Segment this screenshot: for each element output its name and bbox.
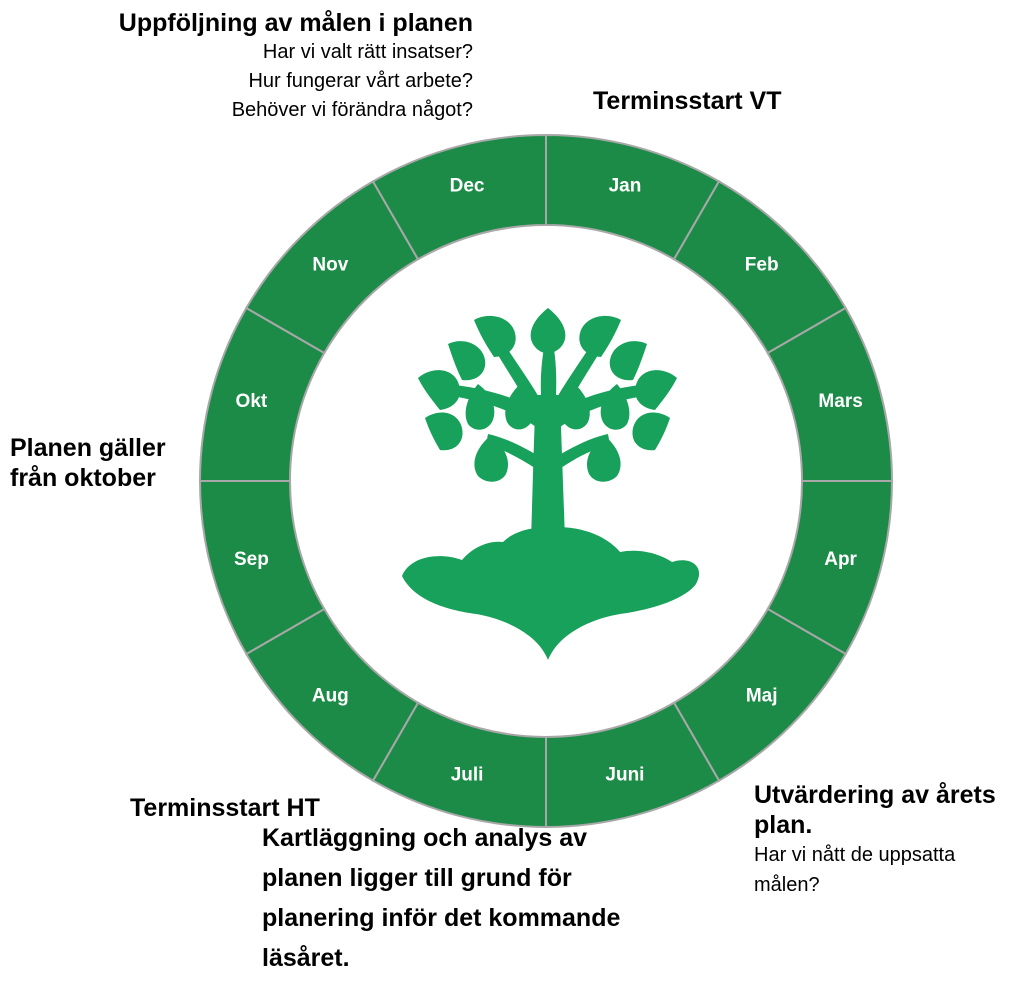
followup-annotation: Uppföljning av målen i planen Har vi val… (119, 8, 473, 125)
mapping-line-1: Kartläggning och analys av (262, 824, 588, 852)
evaluation-title-line-1: Utvärdering av årets (754, 781, 996, 809)
plan-valid-line-2: från oktober (10, 464, 156, 492)
term-start-vt-label: Terminsstart VT (593, 87, 782, 115)
month-label-dec: Dec (450, 175, 485, 196)
month-label-nov: Nov (312, 254, 348, 275)
mapping-line-4: läsåret. (262, 944, 350, 972)
evaluation-annotation: Utvärdering av årets plan. Har vi nått d… (754, 780, 1024, 900)
month-segment-dec (371, 133, 547, 261)
term-start-ht-label: Terminsstart HT (130, 794, 320, 822)
month-label-apr: Apr (824, 549, 857, 570)
mapping-line-2: planen ligger till grund för (262, 864, 572, 892)
plan-valid-annotation: Planen gäller från oktober (10, 433, 200, 493)
evaluation-question-line-2: målen? (754, 874, 820, 896)
month-label-feb: Feb (745, 254, 779, 275)
followup-question-1: Har vi valt rätt insatser? (262, 41, 473, 63)
month-label-maj: Maj (746, 686, 778, 707)
followup-question-3: Behöver vi förändra något? (231, 99, 473, 121)
evaluation-title-line-2: plan. (754, 811, 813, 839)
followup-question-2: Hur fungerar vårt arbete? (248, 70, 473, 92)
month-label-aug: Aug (312, 686, 349, 707)
month-label-sep: Sep (234, 549, 269, 570)
month-label-juli: Juli (451, 765, 484, 786)
month-label-okt: Okt (236, 391, 268, 412)
mapping-annotation: Kartläggning och analys av planen ligger… (262, 818, 702, 978)
month-label-juni: Juni (605, 765, 644, 786)
month-label-jan: Jan (609, 175, 642, 196)
month-label-mars: Mars (818, 391, 862, 412)
plan-valid-line-1: Planen gäller (10, 434, 166, 462)
evaluation-question-line-1: Har vi nått de uppsatta (754, 844, 956, 866)
followup-title: Uppföljning av målen i planen (118, 9, 473, 37)
mapping-line-3: planering inför det kommande (262, 904, 621, 932)
tree-icon (402, 308, 700, 660)
